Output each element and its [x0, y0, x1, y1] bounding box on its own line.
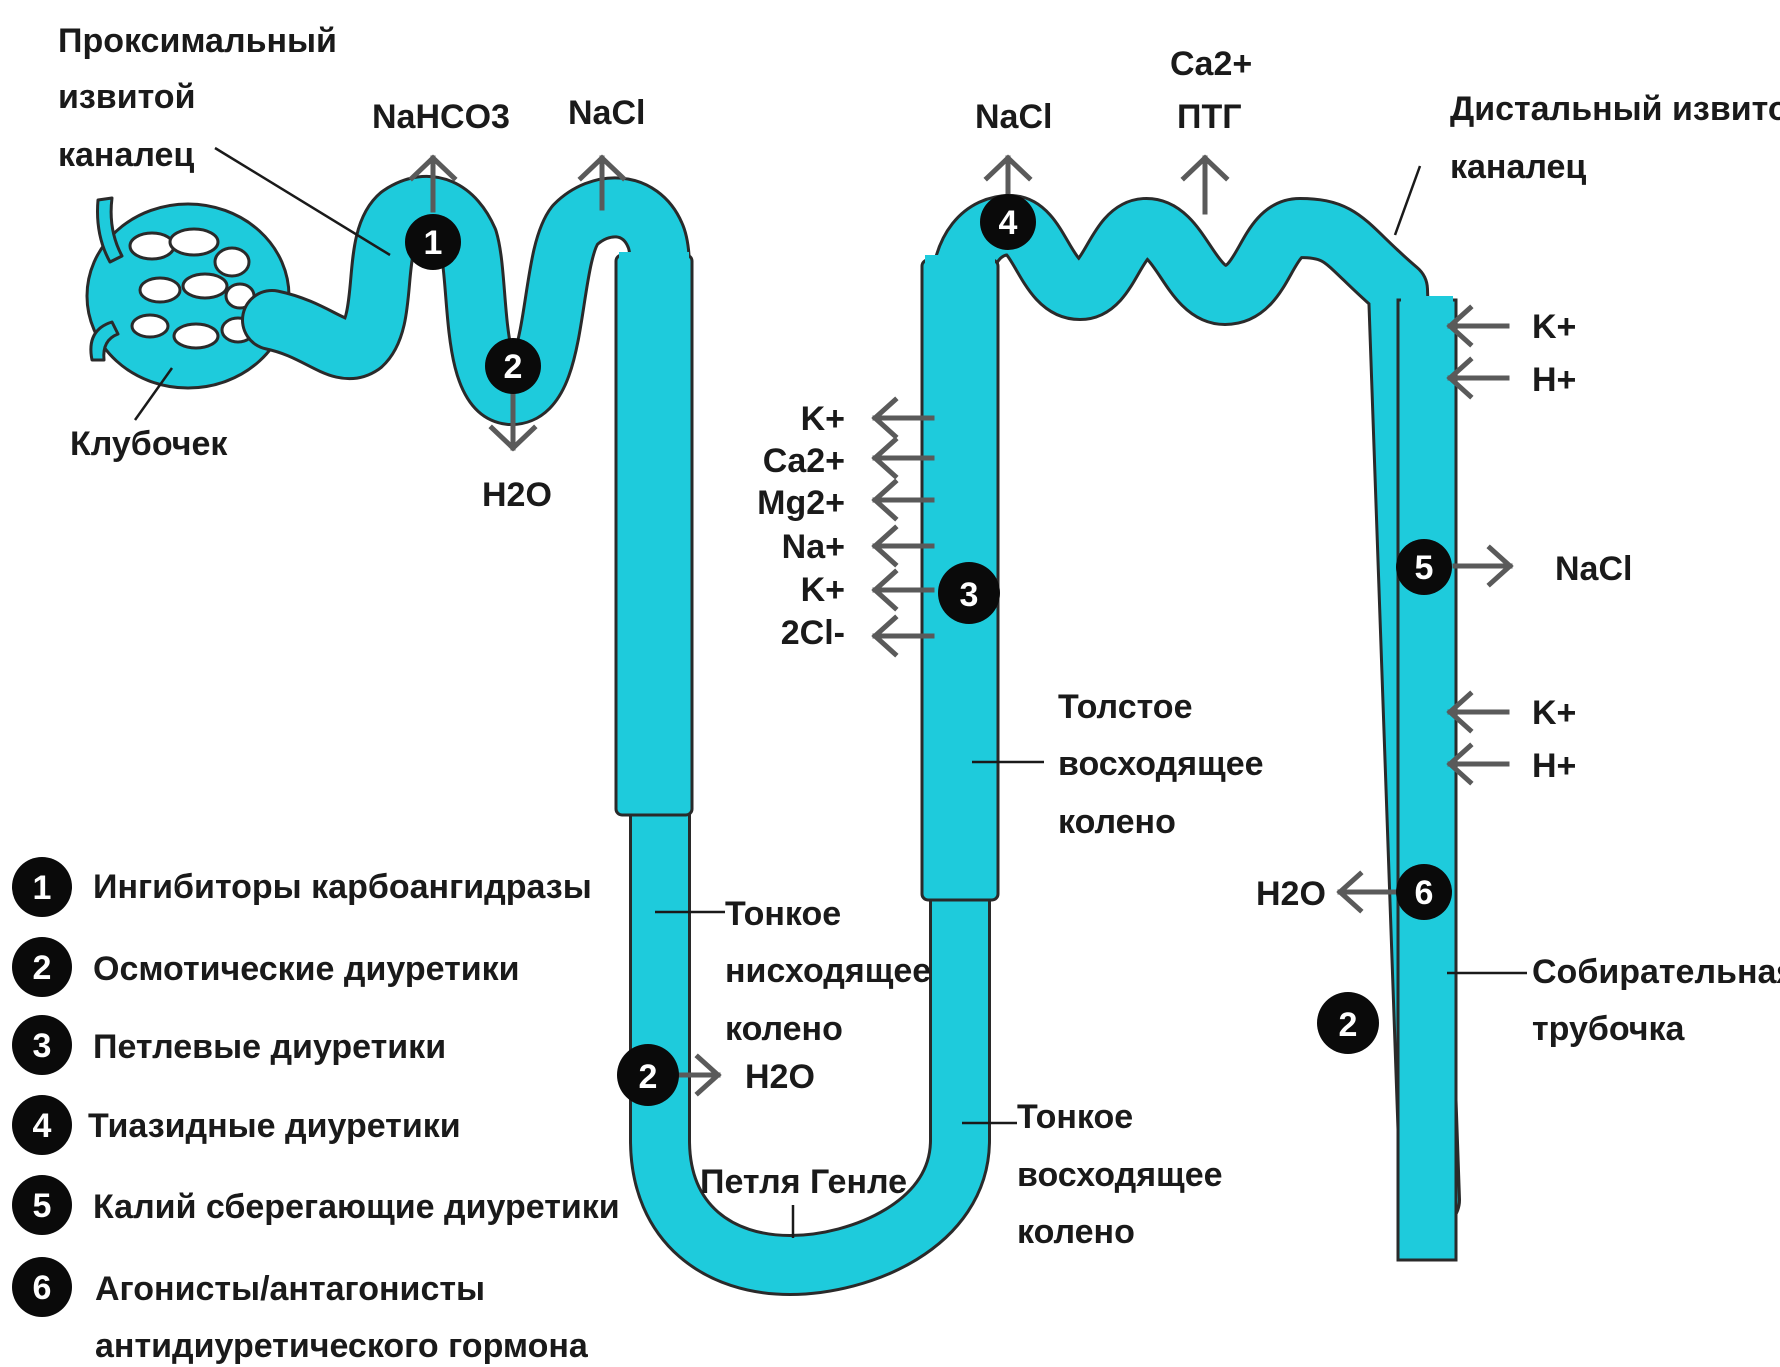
label-proximal-3: каналец: [58, 136, 194, 174]
arrow-in-h-upper: [1450, 360, 1507, 396]
arrow-in-k-lower: [1450, 694, 1507, 730]
svg-text:6: 6: [33, 1269, 52, 1307]
ion-thick-1: K+: [801, 400, 845, 438]
ion-k-upper: K+: [1532, 308, 1576, 346]
label-thin-desc-3: колено: [725, 1010, 843, 1048]
ion-thick-6: 2Cl-: [781, 614, 845, 652]
svg-text:Агонисты/антагонисты: Агонисты/антагонисты: [95, 1270, 485, 1308]
badge-4-distal: 4: [980, 194, 1036, 250]
svg-text:1: 1: [33, 869, 52, 907]
svg-text:2: 2: [504, 348, 523, 386]
ion-h2o-collecting: H2O: [1256, 875, 1326, 913]
label-thin-desc-1: Тонкое: [725, 895, 841, 933]
label-thin-asc-3: колено: [1017, 1213, 1135, 1251]
legend-item-4: 4 Тиазидные диуретики: [12, 1095, 461, 1155]
arrow-in-k-upper: [1450, 308, 1507, 344]
badge-2-collecting: 2: [1317, 992, 1379, 1054]
label-thin-desc-2: нисходящее: [725, 952, 931, 990]
svg-text:2: 2: [639, 1058, 658, 1096]
capillary-loop: [132, 315, 168, 337]
ion-h-upper: H+: [1532, 361, 1576, 399]
label-proximal-1: Проксимальный: [58, 22, 337, 60]
svg-text:Тиазидные диуретики: Тиазидные диуретики: [88, 1107, 461, 1145]
badge-3-thick: 3: [938, 562, 1000, 624]
arrow-up-ca: [1184, 158, 1226, 212]
leader-distal: [1395, 166, 1420, 235]
legend-item-6: 6 Агонисты/антагонисты антидиуретическог…: [12, 1257, 589, 1365]
leader-lines: [135, 148, 1527, 1238]
capillary-loop: [140, 278, 180, 302]
ion-thick-3: Mg2+: [757, 484, 845, 522]
svg-text:Осмотические диуретики: Осмотические диуретики: [93, 950, 520, 988]
svg-text:2: 2: [1339, 1006, 1358, 1044]
capillary-loop: [170, 229, 218, 255]
label-thick-3: колено: [1058, 803, 1176, 841]
ion-thick-4: Na+: [782, 528, 845, 566]
capillary-loop: [215, 248, 249, 276]
svg-text:Петлевые диуретики: Петлевые диуретики: [93, 1028, 446, 1066]
badge-6-collecting: 6: [1396, 864, 1452, 920]
svg-text:4: 4: [999, 204, 1018, 242]
svg-text:6: 6: [1415, 874, 1434, 912]
ion-ca-distal: Ca2+: [1170, 45, 1252, 83]
svg-text:4: 4: [33, 1107, 52, 1145]
ion-h2o-proximal: H2O: [482, 476, 552, 514]
badge-2-descending: 2: [617, 1044, 679, 1106]
legend-item-1: 1 Ингибиторы карбоангидразы: [12, 857, 592, 917]
capillary-loop: [130, 233, 174, 259]
label-collecting-1: Собирательная: [1532, 953, 1780, 991]
ion-h2o-descending: H2O: [745, 1058, 815, 1096]
label-thick-1: Толстое: [1058, 688, 1193, 726]
ion-k-lower: K+: [1532, 694, 1576, 732]
svg-text:Калий сберегающие диуретики: Калий сберегающие диуретики: [93, 1188, 620, 1226]
label-collecting-2: трубочка: [1532, 1010, 1686, 1048]
badge-2-proximal-h2o: 2: [485, 338, 541, 394]
ion-nacl-collecting: NaCl: [1555, 550, 1632, 588]
label-glomerulus: Клубочек: [70, 425, 228, 463]
thick-descending-segment: [616, 255, 692, 815]
badge-5-collecting: 5: [1396, 539, 1452, 595]
label-proximal-2: извитой: [58, 78, 195, 116]
legend-item-5: 5 Калий сберегающие диуретики: [12, 1175, 620, 1235]
arrow-in-h-lower: [1450, 746, 1507, 782]
label-distal-1: Дистальный извитой: [1450, 90, 1780, 128]
svg-text:5: 5: [33, 1187, 52, 1225]
svg-text:5: 5: [1415, 549, 1434, 587]
svg-text:антидиуретического гормона: антидиуретического гормона: [95, 1327, 589, 1365]
tube-cover: [925, 255, 995, 285]
label-distal-2: каналец: [1450, 148, 1586, 186]
arrow-out-nacl: [1455, 548, 1510, 584]
svg-text:3: 3: [33, 1027, 52, 1065]
svg-text:3: 3: [960, 576, 979, 614]
svg-text:1: 1: [424, 224, 443, 262]
collecting-duct-segment: [1398, 300, 1456, 1260]
legend-item-2: 2 Осмотические диуретики: [12, 937, 520, 997]
svg-text:Ингибиторы карбоангидразы: Ингибиторы карбоангидразы: [93, 868, 592, 906]
ion-thick-2: Ca2+: [763, 442, 845, 480]
capillary-loop: [183, 274, 227, 298]
ion-nacl-distal: NaCl: [975, 98, 1052, 136]
label-loop: Петля Генле: [700, 1163, 907, 1201]
ion-h-lower: H+: [1532, 747, 1576, 785]
ion-ptg-distal: ПТГ: [1177, 98, 1241, 136]
svg-text:2: 2: [33, 949, 52, 987]
label-thin-asc-2: восходящее: [1017, 1156, 1223, 1194]
tube-cover: [1401, 296, 1453, 308]
badge-1-proximal: 1: [405, 214, 461, 270]
ion-thick-5: K+: [801, 571, 845, 609]
ion-nacl-proximal: NaCl: [568, 94, 645, 132]
label-thick-2: восходящее: [1058, 745, 1264, 783]
tube-cover: [619, 252, 689, 282]
legend: 1 Ингибиторы карбоангидразы 2 Осмотическ…: [12, 857, 620, 1365]
legend-item-3: 3 Петлевые диуретики: [12, 1015, 446, 1075]
ion-nahco3: NaHCO3: [372, 98, 510, 136]
arrow-out-h2o-collecting: [1340, 874, 1395, 910]
capillary-loop: [174, 324, 218, 348]
label-thin-asc-1: Тонкое: [1017, 1098, 1133, 1136]
